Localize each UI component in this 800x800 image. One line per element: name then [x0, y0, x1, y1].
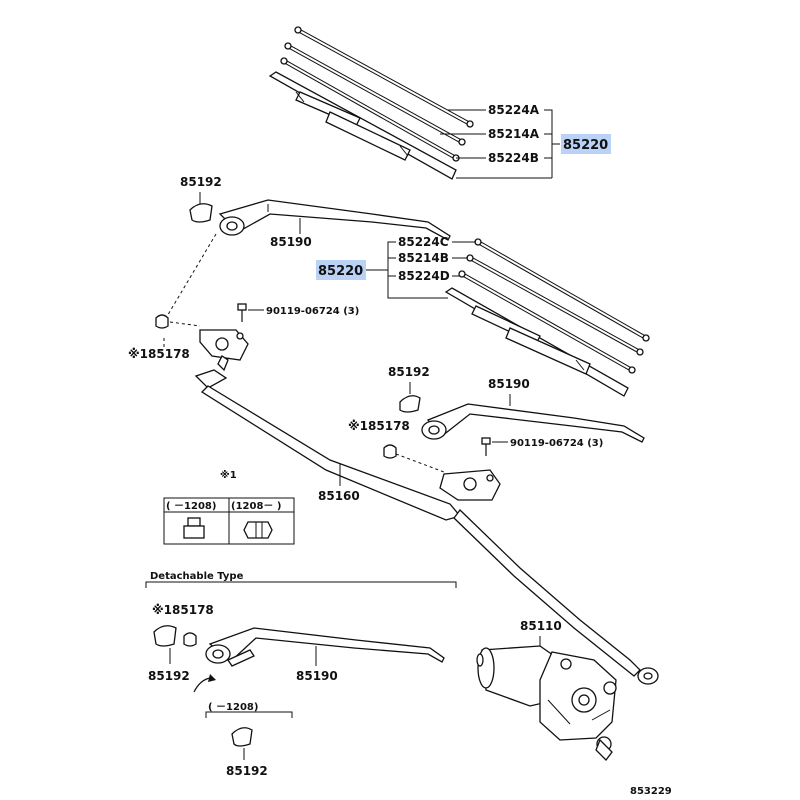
label-85214b: 85214B — [398, 251, 449, 265]
detachable-section: Detachable Type ※185178 85192 85190 ( －1… — [145, 571, 457, 778]
middle-arm-group: 85192 85190 ※185178 90119-06724 (3) — [348, 365, 645, 501]
front-blade-rubber-a — [294, 26, 474, 128]
label-nut-lower: ※185178 — [152, 603, 214, 617]
label-85224c: 85224C — [398, 235, 449, 249]
label-85224b: 85224B — [488, 151, 539, 165]
bracket-rear — [387, 241, 396, 299]
arm-upper — [218, 199, 451, 241]
label-85190-lower: 85190 — [296, 669, 338, 683]
label-85220-rear[interactable]: 85220 — [318, 264, 363, 279]
label-85192-lower: 85192 — [148, 669, 190, 683]
upper-arm-group: 85192 85190 — [180, 175, 451, 249]
note-table: ※1 ( －1208) (1208－ ) — [163, 469, 295, 545]
note-col-left: ( －1208) — [166, 501, 216, 512]
bolt-middle — [481, 437, 491, 456]
bracket-front — [544, 109, 553, 178]
link-rod-85160 — [194, 355, 659, 685]
rear-blade-refill-b — [466, 254, 644, 356]
nut-type-new — [243, 521, 273, 539]
label-nut-upper: ※185178 — [128, 347, 190, 361]
pivot-upper — [199, 329, 249, 361]
bolt-upper — [237, 303, 247, 322]
note-mark: ※1 — [220, 469, 237, 481]
detachable-title: Detachable Type — [150, 571, 244, 582]
cap-upper — [189, 203, 213, 223]
nut-type-old — [183, 517, 205, 539]
rear-blade-frame — [444, 287, 629, 397]
diagram-id: 853229 — [630, 786, 672, 797]
label-85224a: 85224A — [488, 103, 540, 117]
cap-middle — [399, 395, 421, 413]
cap-bottom — [231, 727, 253, 747]
front-blade-refill-a — [284, 42, 466, 146]
label-85220-front[interactable]: 85220 — [563, 138, 608, 153]
label-bolt-upper: 90119-06724 (3) — [266, 306, 359, 317]
label-85160: 85160 — [318, 489, 360, 503]
arm-middle — [421, 403, 645, 443]
nut-lower — [183, 632, 197, 647]
label-85192-middle: 85192 — [388, 365, 430, 379]
front-blade-frame — [268, 71, 457, 180]
label-85110: 85110 — [520, 619, 562, 633]
label-85190-upper: 85190 — [270, 235, 312, 249]
note-col-right: (1208－ ) — [231, 501, 281, 512]
label-85190-middle: 85190 — [488, 377, 530, 391]
rear-blade-rubber-c — [474, 238, 650, 342]
arm-lower — [205, 627, 445, 667]
front-blade-rubber-b — [280, 57, 460, 162]
rear-blade-group: 85224C 85214B 85224D 85220 — [316, 235, 650, 397]
label-85224d: 85224D — [398, 269, 450, 283]
front-blade-group: 85224A 85214A 85224B 85220 — [268, 26, 611, 180]
wiper-motor-85110: 85110 — [476, 619, 617, 761]
upper-pivot-group: 90119-06724 (3) ※185178 — [128, 233, 359, 361]
label-85214a: 85214A — [488, 127, 540, 141]
dash-upper-arm — [165, 233, 217, 319]
nut-upper — [155, 314, 169, 329]
nut-middle — [383, 444, 397, 459]
highlight-85220-rear — [316, 260, 366, 280]
lower-period: ( －1208) — [208, 702, 258, 713]
cap-lower — [153, 625, 177, 647]
label-bolt-middle: 90119-06724 (3) — [510, 438, 603, 449]
pivot-middle — [439, 469, 501, 501]
label-85192-upper: 85192 — [180, 175, 222, 189]
label-85192-bottom: 85192 — [226, 764, 268, 778]
rear-blade-rubber-d — [458, 270, 636, 374]
label-nut-middle: ※185178 — [348, 419, 410, 433]
highlight-85220-front — [561, 134, 611, 154]
install-arrow — [193, 677, 211, 693]
